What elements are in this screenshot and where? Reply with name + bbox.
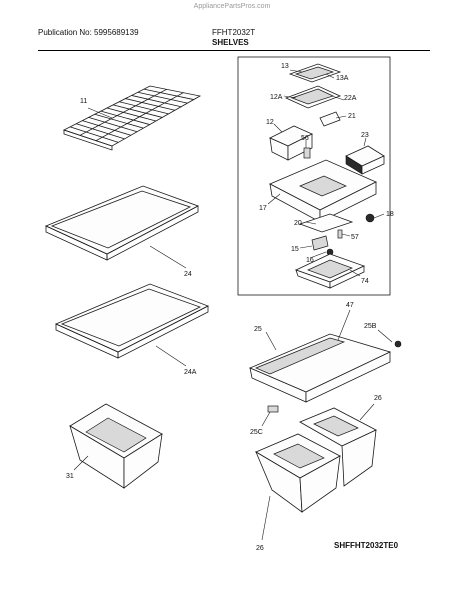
wire-shelf: [62, 85, 202, 151]
callout-15: 15: [291, 246, 299, 253]
watermark: AppliancePartsPros.com: [193, 3, 271, 10]
section-title: SHELVES: [212, 38, 249, 47]
callout-57: 57: [351, 234, 359, 241]
callout-11: 11: [80, 98, 87, 105]
callout-25: 25: [254, 326, 262, 333]
deli-assembly: [269, 63, 385, 289]
crisper-drawer-right: [299, 407, 377, 487]
deli-assembly-box: [237, 56, 391, 296]
callout-23: 23: [361, 132, 369, 139]
shelf-wire: [88, 117, 138, 133]
callout-21: 21: [348, 113, 356, 120]
model-number: FFHT2032T: [212, 28, 256, 37]
callout-22a: 22A: [344, 95, 357, 102]
drawer-31: [69, 403, 163, 489]
callout-18: 18: [386, 211, 394, 218]
shelf-wire: [76, 123, 125, 140]
diagram-code: SHFFHT2032TE0: [334, 541, 399, 550]
shelf-wire: [100, 110, 150, 125]
shelf-wire: [113, 104, 163, 118]
shelf-wire: [106, 107, 157, 122]
callout-74: 74: [361, 278, 369, 285]
callout-13a: 13A: [336, 75, 349, 82]
crisper-drawer-left: [255, 433, 341, 513]
callout-12: 12: [266, 119, 274, 126]
callout-25c: 25C: [250, 429, 263, 436]
glass-shelf-24a: [55, 283, 209, 359]
callout-16: 16: [306, 257, 314, 264]
shelf-wire: [137, 91, 188, 104]
callout-20: 20: [294, 220, 302, 227]
crisper-cover: [248, 333, 402, 403]
shelf-wire: [143, 88, 194, 100]
glass-shelf-24: [44, 185, 199, 261]
callout-17: 17: [259, 205, 267, 212]
callout-26-right: 26: [374, 395, 382, 402]
shelf-wire: [70, 126, 119, 143]
shelf-crossbar: [79, 88, 167, 136]
callout-13: 13: [281, 63, 289, 70]
callout-12a: 12A: [270, 94, 283, 101]
callout-24a: 24A: [184, 369, 197, 376]
callout-26-left: 26: [256, 545, 264, 552]
part-25c: [267, 405, 279, 413]
callout-56: 56: [301, 135, 309, 142]
leader-lines: [73, 69, 393, 541]
shelf-wire: [82, 120, 131, 136]
shelf-wire: [125, 98, 175, 111]
callout-31: 31: [66, 473, 74, 480]
shelf-crossbar: [95, 92, 184, 142]
callout-47: 47: [346, 302, 354, 309]
callout-25b: 25B: [364, 323, 377, 330]
header-rule: [38, 50, 430, 51]
callout-24: 24: [184, 271, 192, 278]
shelf-wire: [119, 101, 169, 115]
shelf-wire: [94, 113, 144, 129]
publication-number: Publication No: 5995689139: [38, 28, 139, 37]
shelf-wire: [131, 95, 182, 108]
